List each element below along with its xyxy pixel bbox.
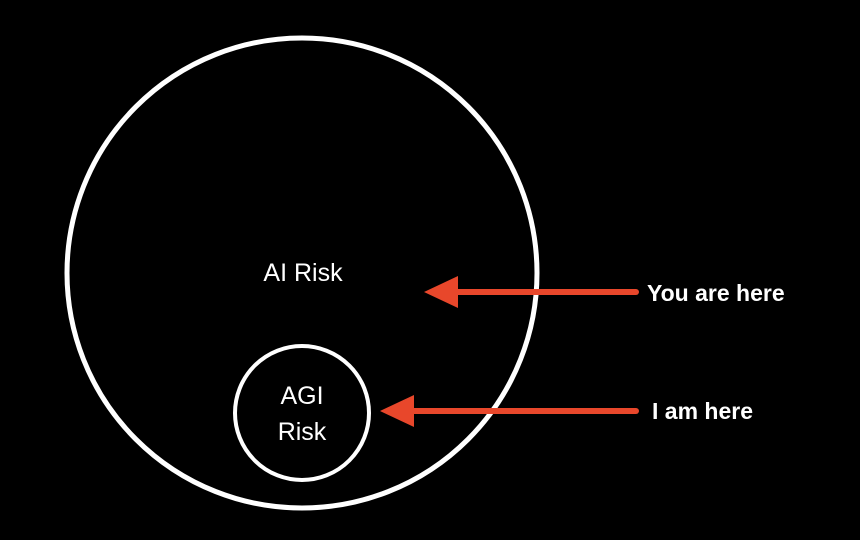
outer-circle-ai-risk xyxy=(64,35,540,511)
me-arrow-head xyxy=(380,395,414,427)
outer-circle-group: AI Risk xyxy=(64,35,540,511)
i-am-here-label: I am here xyxy=(652,398,753,424)
inner-circle-group: AGI Risk xyxy=(233,344,371,482)
you-are-here-pointer: You are here xyxy=(424,276,785,308)
you-arrow-head xyxy=(424,276,458,308)
ai-risk-label: AI Risk xyxy=(263,259,343,287)
you-are-here-label: You are here xyxy=(647,280,785,306)
i-am-here-pointer: I am here xyxy=(380,395,753,427)
inner-circle-agi-risk xyxy=(233,344,371,482)
agi-label-line1: AGI xyxy=(280,382,323,410)
agi-label-line2: Risk xyxy=(278,418,327,446)
